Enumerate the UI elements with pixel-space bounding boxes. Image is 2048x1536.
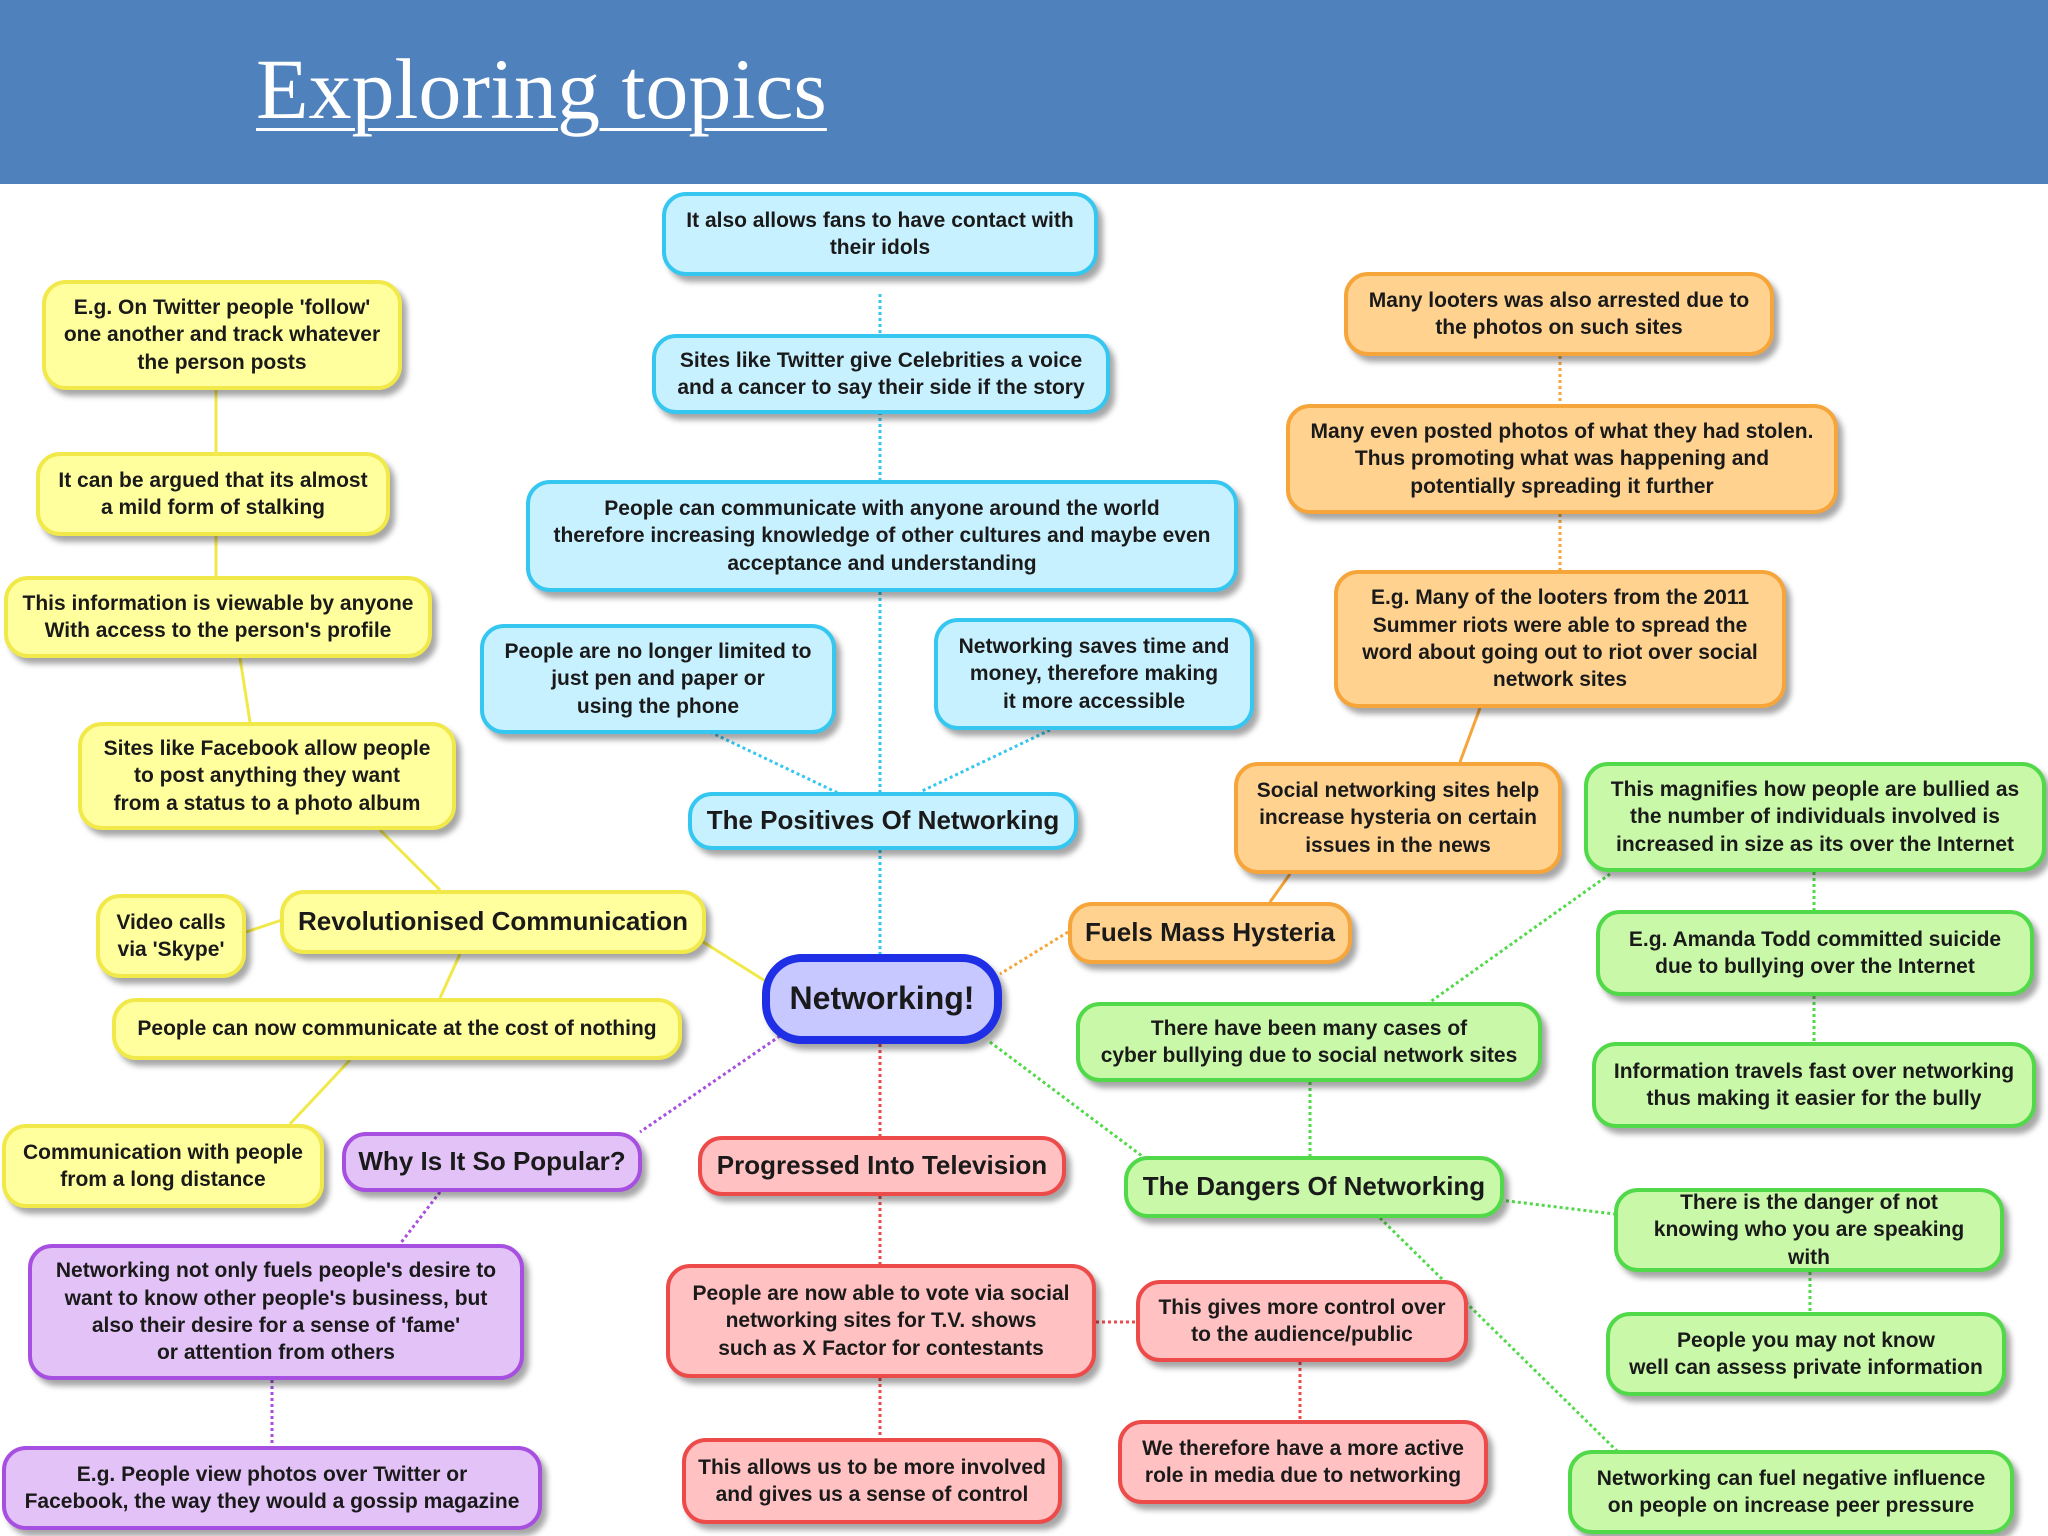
- node-fuels-desire: Networking not only fuels people's desir…: [28, 1244, 524, 1380]
- node-fans-contact: It also allows fans to have contact with…: [662, 192, 1098, 276]
- connector: [639, 1034, 781, 1134]
- slide-header: Exploring topics: [0, 0, 2048, 184]
- node-positives-of-networking: The Positives Of Networking: [688, 792, 1078, 850]
- connector: [238, 657, 252, 723]
- node-mass-hysteria: Fuels Mass Hysteria: [1068, 902, 1352, 964]
- node-info-fast: Information travels fast over networking…: [1592, 1042, 2036, 1128]
- node-skype: Video calls via 'Skype': [96, 894, 246, 978]
- node-gossip: E.g. People view photos over Twitter or …: [2, 1446, 542, 1530]
- connector: [378, 828, 442, 892]
- connector: [709, 730, 841, 796]
- node-celebrities-voice: Sites like Twitter give Celebrities a vo…: [652, 334, 1110, 414]
- node-cost-nothing: People can now communicate at the cost o…: [112, 998, 682, 1060]
- connector: [438, 953, 462, 999]
- node-vote: People are now able to vote via social n…: [666, 1264, 1096, 1378]
- connector-lines: [214, 294, 1816, 1456]
- connector: [245, 918, 283, 934]
- node-saves-time: Networking saves time and money, therefo…: [934, 618, 1254, 730]
- connector: [699, 938, 771, 986]
- node-revolutionised-communication: Revolutionised Communication: [280, 890, 706, 954]
- connector: [919, 728, 1051, 794]
- node-cyber-bullying: There have been many cases of cyber bull…: [1076, 1002, 1542, 1082]
- node-progressed-television: Progressed Into Television: [698, 1136, 1066, 1196]
- connector: [1499, 1198, 1615, 1216]
- node-not-knowing: There is the danger of not knowing who y…: [1614, 1188, 2004, 1272]
- node-posted-photos: Many even posted photos of what they had…: [1286, 404, 1838, 514]
- node-summer-riots: E.g. Many of the looters from the 2011 S…: [1334, 570, 1786, 708]
- node-private-info: People you may not know well can assess …: [1606, 1312, 2006, 1396]
- node-more-involved: This allows us to be more involved and g…: [682, 1438, 1062, 1524]
- node-pen-paper: People are no longer limited to just pen…: [480, 624, 836, 734]
- node-looters-arrested: Many looters was also arrested due to th…: [1344, 272, 1774, 356]
- node-facebook-post: Sites like Facebook allow people to post…: [78, 722, 456, 830]
- connector: [1268, 873, 1292, 903]
- node-hysteria-help: Social networking sites help increase hy…: [1234, 762, 1562, 874]
- node-magnifies: This magnifies how people are bullied as…: [1584, 762, 2046, 872]
- connector: [1429, 872, 1611, 1004]
- node-amanda-todd: E.g. Amanda Todd committed suicide due t…: [1596, 910, 2034, 996]
- mind-map: It also allows fans to have contact with…: [0, 184, 2048, 1536]
- node-communicate-world: People can communicate with anyone aroun…: [526, 480, 1238, 592]
- node-twitter-follow: E.g. On Twitter people 'follow' one anot…: [42, 280, 402, 390]
- connector: [999, 930, 1069, 976]
- node-active-role: We therefore have a more active role in …: [1118, 1420, 1488, 1504]
- node-why-popular: Why Is It So Popular?: [342, 1132, 642, 1192]
- connector: [398, 1191, 442, 1245]
- node-dangers-of-networking: The Dangers Of Networking: [1124, 1156, 1504, 1218]
- connector: [1458, 707, 1482, 763]
- node-networking-central: Networking!: [762, 954, 1002, 1044]
- node-peer-pressure: Networking can fuel negative influence o…: [1568, 1450, 2014, 1534]
- slide-title: Exploring topics: [256, 41, 827, 137]
- node-long-distance: Communication with people from a long di…: [2, 1124, 324, 1208]
- node-more-control: This gives more control over to the audi…: [1136, 1280, 1468, 1362]
- connector: [1378, 1216, 1622, 1456]
- node-mild-stalking: It can be argued that its almost a mild …: [36, 452, 390, 536]
- node-info-viewable: This information is viewable by anyone W…: [4, 576, 432, 658]
- connector: [288, 1058, 352, 1126]
